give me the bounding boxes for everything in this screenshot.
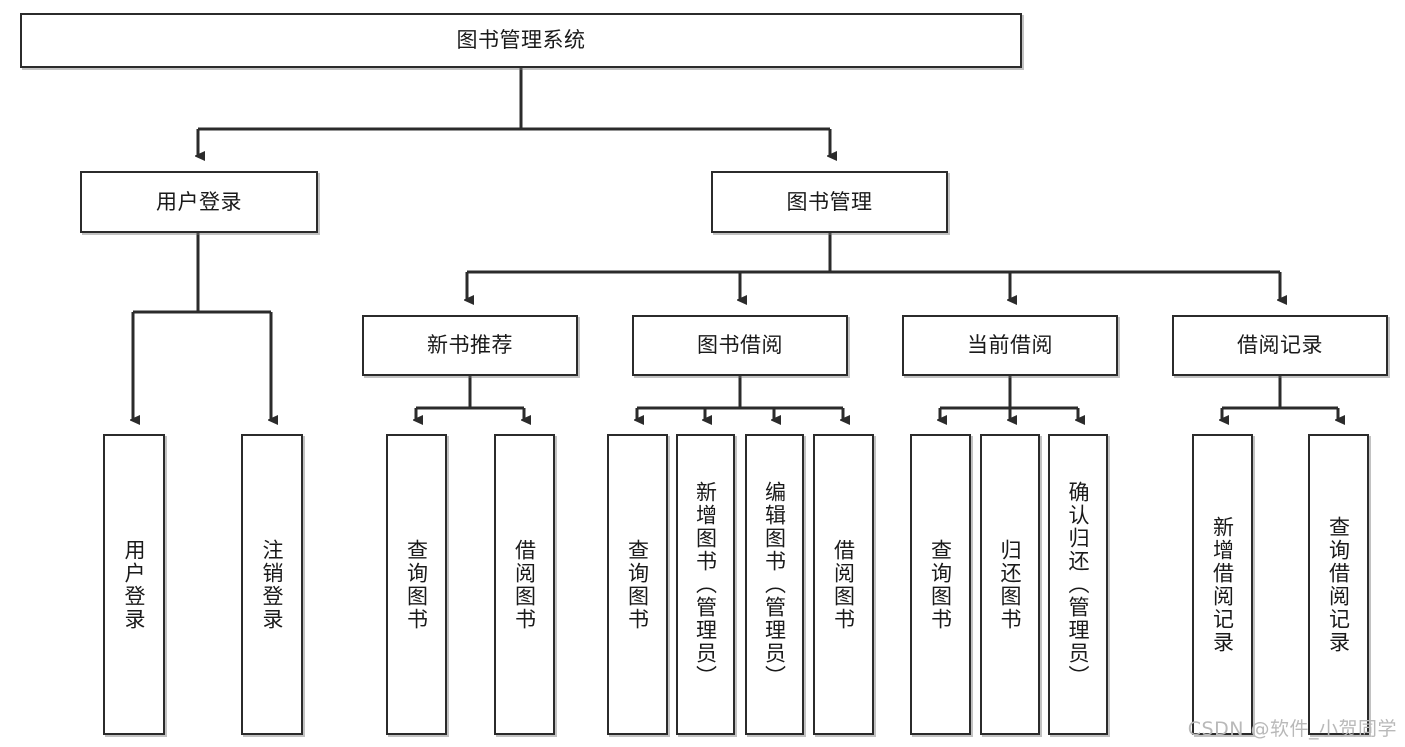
leaf-user-login-signout[interactable]: 注销登录 bbox=[241, 434, 303, 735]
leaf-user-login-signin[interactable]: 用户登录 bbox=[103, 434, 165, 735]
leaf-current-return-book-label: 归还图书 bbox=[998, 538, 1023, 631]
leaf-current-return-book[interactable]: 归还图书 bbox=[980, 434, 1040, 735]
leaf-current-query-book[interactable]: 查询图书 bbox=[910, 434, 971, 735]
node-current-borrow[interactable]: 当前借阅 bbox=[902, 315, 1118, 376]
node-user-login-label: 用户登录 bbox=[156, 189, 242, 214]
leaf-current-confirm-return-label: 确认归还（管理员） bbox=[1066, 481, 1091, 688]
leaf-current-query-book-label: 查询图书 bbox=[928, 538, 953, 631]
node-user-login[interactable]: 用户登录 bbox=[80, 171, 318, 233]
node-root-system[interactable]: 图书管理系统 bbox=[20, 13, 1022, 68]
leaf-recommend-query-book[interactable]: 查询图书 bbox=[386, 434, 447, 735]
leaf-recommend-query-book-label: 查询图书 bbox=[404, 538, 429, 631]
leaf-user-login-signin-label: 用户登录 bbox=[122, 538, 147, 631]
node-book-management-label: 图书管理 bbox=[786, 189, 873, 214]
leaf-borrow-edit-book[interactable]: 编辑图书（管理员） bbox=[745, 434, 804, 735]
leaf-borrow-query-book-label: 查询图书 bbox=[625, 538, 650, 631]
leaf-borrow-borrow-book-label: 借阅图书 bbox=[831, 538, 856, 631]
node-book-borrow-label: 图书借阅 bbox=[697, 333, 783, 358]
leaf-recommend-borrow-book[interactable]: 借阅图书 bbox=[494, 434, 555, 735]
leaf-borrow-borrow-book[interactable]: 借阅图书 bbox=[813, 434, 874, 735]
leaf-user-login-signout-label: 注销登录 bbox=[260, 538, 285, 631]
leaf-record-query-record-label: 查询借阅记录 bbox=[1326, 515, 1351, 654]
node-book-borrow[interactable]: 图书借阅 bbox=[632, 315, 848, 376]
leaf-recommend-borrow-book-label: 借阅图书 bbox=[512, 538, 537, 631]
leaf-record-add-record-label: 新增借阅记录 bbox=[1210, 515, 1235, 654]
leaf-record-query-record[interactable]: 查询借阅记录 bbox=[1308, 434, 1369, 735]
leaf-current-confirm-return[interactable]: 确认归还（管理员） bbox=[1048, 434, 1108, 735]
node-new-book-recommend[interactable]: 新书推荐 bbox=[362, 315, 578, 376]
leaf-record-add-record[interactable]: 新增借阅记录 bbox=[1192, 434, 1253, 735]
leaf-borrow-query-book[interactable]: 查询图书 bbox=[607, 434, 668, 735]
node-current-borrow-label: 当前借阅 bbox=[967, 333, 1053, 358]
leaf-borrow-add-book[interactable]: 新增图书（管理员） bbox=[676, 434, 735, 735]
node-root-system-label: 图书管理系统 bbox=[456, 28, 586, 53]
node-new-book-recommend-label: 新书推荐 bbox=[427, 333, 513, 358]
leaf-borrow-edit-book-label: 编辑图书（管理员） bbox=[762, 481, 787, 688]
node-borrow-record[interactable]: 借阅记录 bbox=[1172, 315, 1388, 376]
leaf-borrow-add-book-label: 新增图书（管理员） bbox=[693, 481, 718, 688]
node-borrow-record-label: 借阅记录 bbox=[1237, 333, 1323, 358]
node-book-management[interactable]: 图书管理 bbox=[711, 171, 948, 233]
